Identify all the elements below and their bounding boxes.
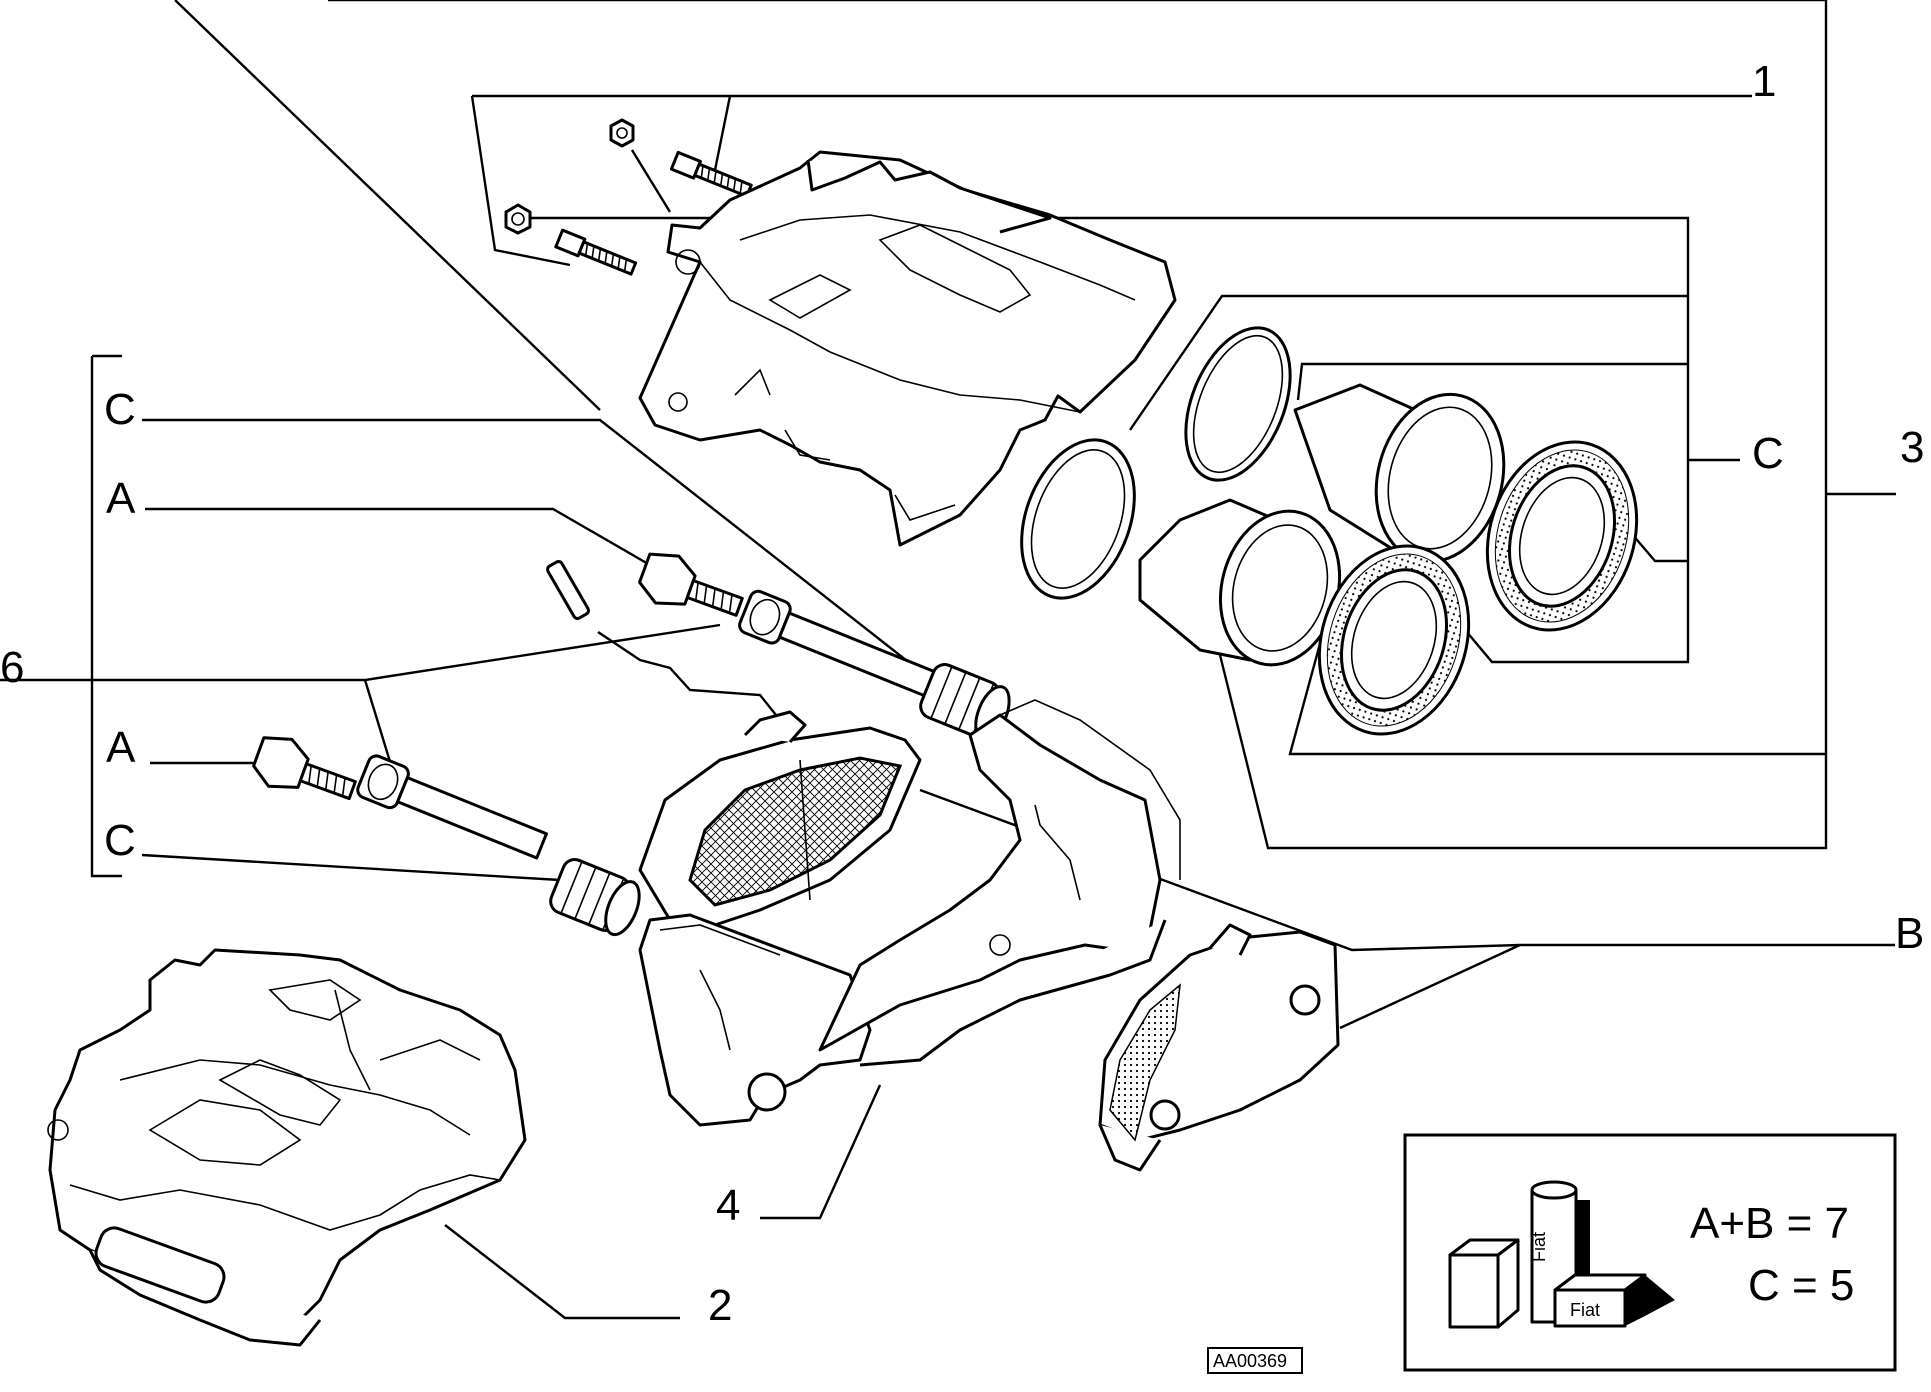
can-brand-text: Fiat (1529, 1232, 1549, 1262)
callout-c-top: C (104, 385, 136, 434)
caliper-assembly-complete (47, 948, 527, 1347)
callout-a-bottom: A (106, 723, 136, 772)
drawing-code: AA00369 (1213, 1351, 1287, 1371)
grease-products-icon: Fiat Fiat (1448, 1180, 1675, 1329)
brake-pad-inner (638, 710, 922, 932)
callout-1: 1 (1752, 57, 1776, 106)
legend-line-ab: A+B = 7 (1690, 1199, 1849, 1248)
caliper-carrier-bracket (638, 699, 1181, 1127)
callout-a-top: A (106, 474, 136, 523)
callout-4: 4 (716, 1181, 740, 1230)
dust-boots (1317, 440, 1639, 736)
callout-3: 3 (1900, 423, 1924, 472)
guide-pins (356, 589, 940, 860)
caliper-housing-top (638, 150, 1177, 547)
drawing-code-stamp: AA00369 (1207, 1347, 1303, 1374)
brake-pad-outer (1098, 923, 1340, 1172)
wear-indicator-wire (546, 559, 781, 721)
legend-line-c: C = 5 (1748, 1261, 1854, 1310)
callout-2: 2 (708, 1281, 732, 1330)
guide-bolts (252, 552, 744, 801)
piston-seals (1020, 326, 1292, 600)
callout-b: B (1895, 909, 1924, 958)
callout-c-right: C (1752, 429, 1784, 478)
callout-labels: 1 3 C C A 6 A C B 4 2 (0, 57, 1924, 1330)
box-brand-text: Fiat (1570, 1300, 1600, 1320)
legend-box: Fiat Fiat A+B = 7 C = 5 (1403, 1133, 1897, 1372)
guide-bellows (549, 663, 1011, 937)
callout-c-bottom: C (104, 816, 136, 865)
callout-6: 6 (0, 643, 24, 692)
leader-lines (0, 0, 1896, 1320)
bleed-screws (504, 118, 753, 276)
pistons (1138, 383, 1506, 667)
